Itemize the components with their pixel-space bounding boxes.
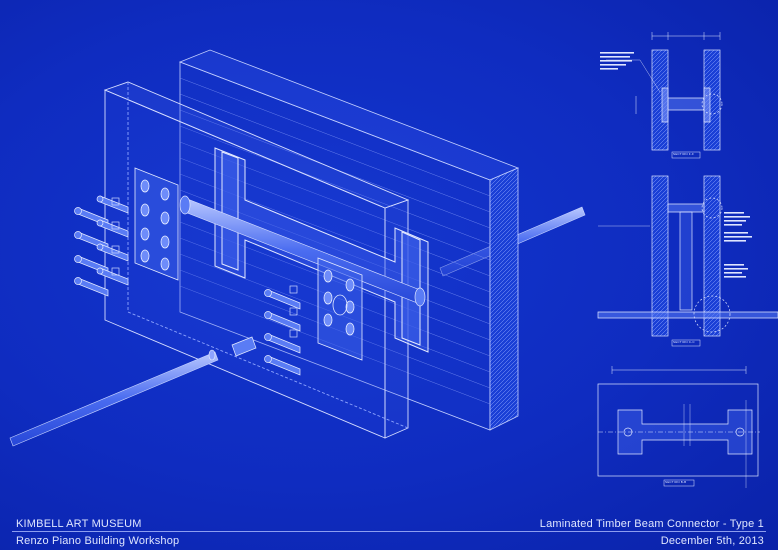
exploded-bolts-left xyxy=(74,195,129,297)
bolt-plate-right xyxy=(317,257,363,361)
section-c-detail xyxy=(597,175,778,347)
sheet-date: December 5th, 2013 xyxy=(660,535,764,547)
sheet-title: Laminated Timber Beam Connector - Type 1 xyxy=(539,518,764,530)
exploded-bolts-right xyxy=(264,285,301,376)
section-c-label: SECTION C-C xyxy=(673,340,695,344)
section-f-detail xyxy=(600,32,723,159)
title-block-rule xyxy=(12,531,766,532)
section-b-label: SECTION B-B xyxy=(665,480,687,484)
section-b-detail xyxy=(597,366,760,488)
project-title: KIMBELL ART MUSEUM xyxy=(16,518,142,530)
section-f-label: SECTION F-F xyxy=(673,152,695,156)
tension-rod-left xyxy=(9,336,257,447)
bolt-plate-left xyxy=(134,167,179,281)
architect-name: Renzo Piano Building Workshop xyxy=(16,535,180,547)
